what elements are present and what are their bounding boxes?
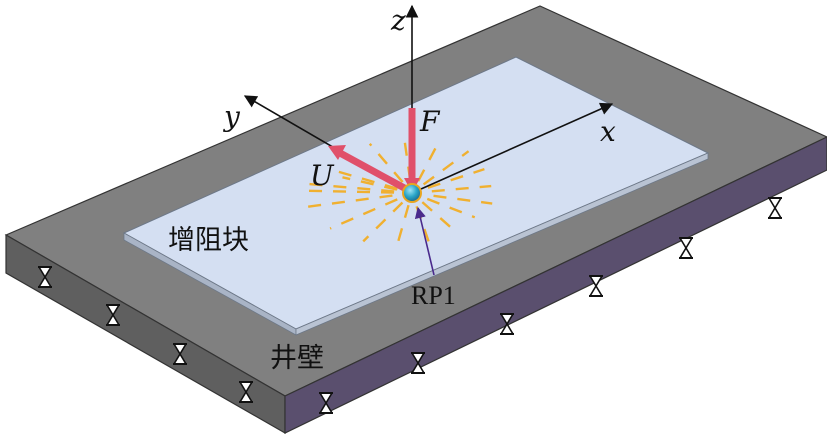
load-ray bbox=[422, 150, 470, 186]
load-ray bbox=[329, 198, 398, 230]
load-ray bbox=[427, 167, 485, 189]
hourglass-constraint-icon bbox=[679, 237, 693, 259]
block-label: 增阻块 bbox=[168, 225, 249, 256]
load-ray bbox=[306, 189, 395, 194]
load-ray bbox=[433, 194, 493, 205]
load-ray bbox=[362, 201, 404, 243]
load-ray bbox=[298, 194, 393, 210]
displacement-label: U bbox=[310, 159, 335, 192]
y-axis-label: y bbox=[222, 100, 241, 133]
load-arrows bbox=[328, 108, 420, 194]
rp1-pointer bbox=[414, 206, 435, 276]
load-ray bbox=[368, 142, 404, 183]
load-ray bbox=[394, 204, 410, 250]
load-ray bbox=[333, 169, 398, 190]
force-label: F bbox=[419, 105, 441, 138]
hourglass-constraint-icon bbox=[411, 352, 425, 374]
hourglass-constraint-icon bbox=[768, 197, 782, 219]
z-axis-label: z bbox=[390, 4, 406, 37]
plate-right-edge bbox=[295, 152, 709, 336]
wall-label: 井壁 bbox=[270, 343, 324, 374]
rp1-point bbox=[402, 183, 422, 203]
hourglass-constraint-icon bbox=[319, 392, 333, 414]
displacement-arrow-shaft bbox=[338, 149, 410, 194]
load-ray bbox=[417, 145, 438, 182]
displacement-arrow-head bbox=[328, 145, 346, 160]
load-ray bbox=[299, 181, 395, 193]
hourglass-constraint-icon bbox=[38, 266, 52, 288]
load-ray bbox=[342, 176, 398, 191]
constraint-markers bbox=[38, 197, 782, 414]
hourglass-constraint-icon bbox=[106, 304, 120, 326]
x-axis-label: x bbox=[600, 115, 616, 148]
x-axis bbox=[411, 102, 614, 194]
rp1-label: RP1 bbox=[411, 281, 456, 310]
load-ray bbox=[426, 197, 476, 219]
hourglass-constraint-icon bbox=[239, 381, 253, 403]
hourglass-constraint-icon bbox=[589, 275, 603, 297]
load-ray bbox=[421, 201, 459, 235]
load-ray bbox=[431, 184, 492, 193]
hourglass-constraint-icon bbox=[500, 313, 514, 335]
hourglass-constraint-icon bbox=[173, 343, 187, 365]
